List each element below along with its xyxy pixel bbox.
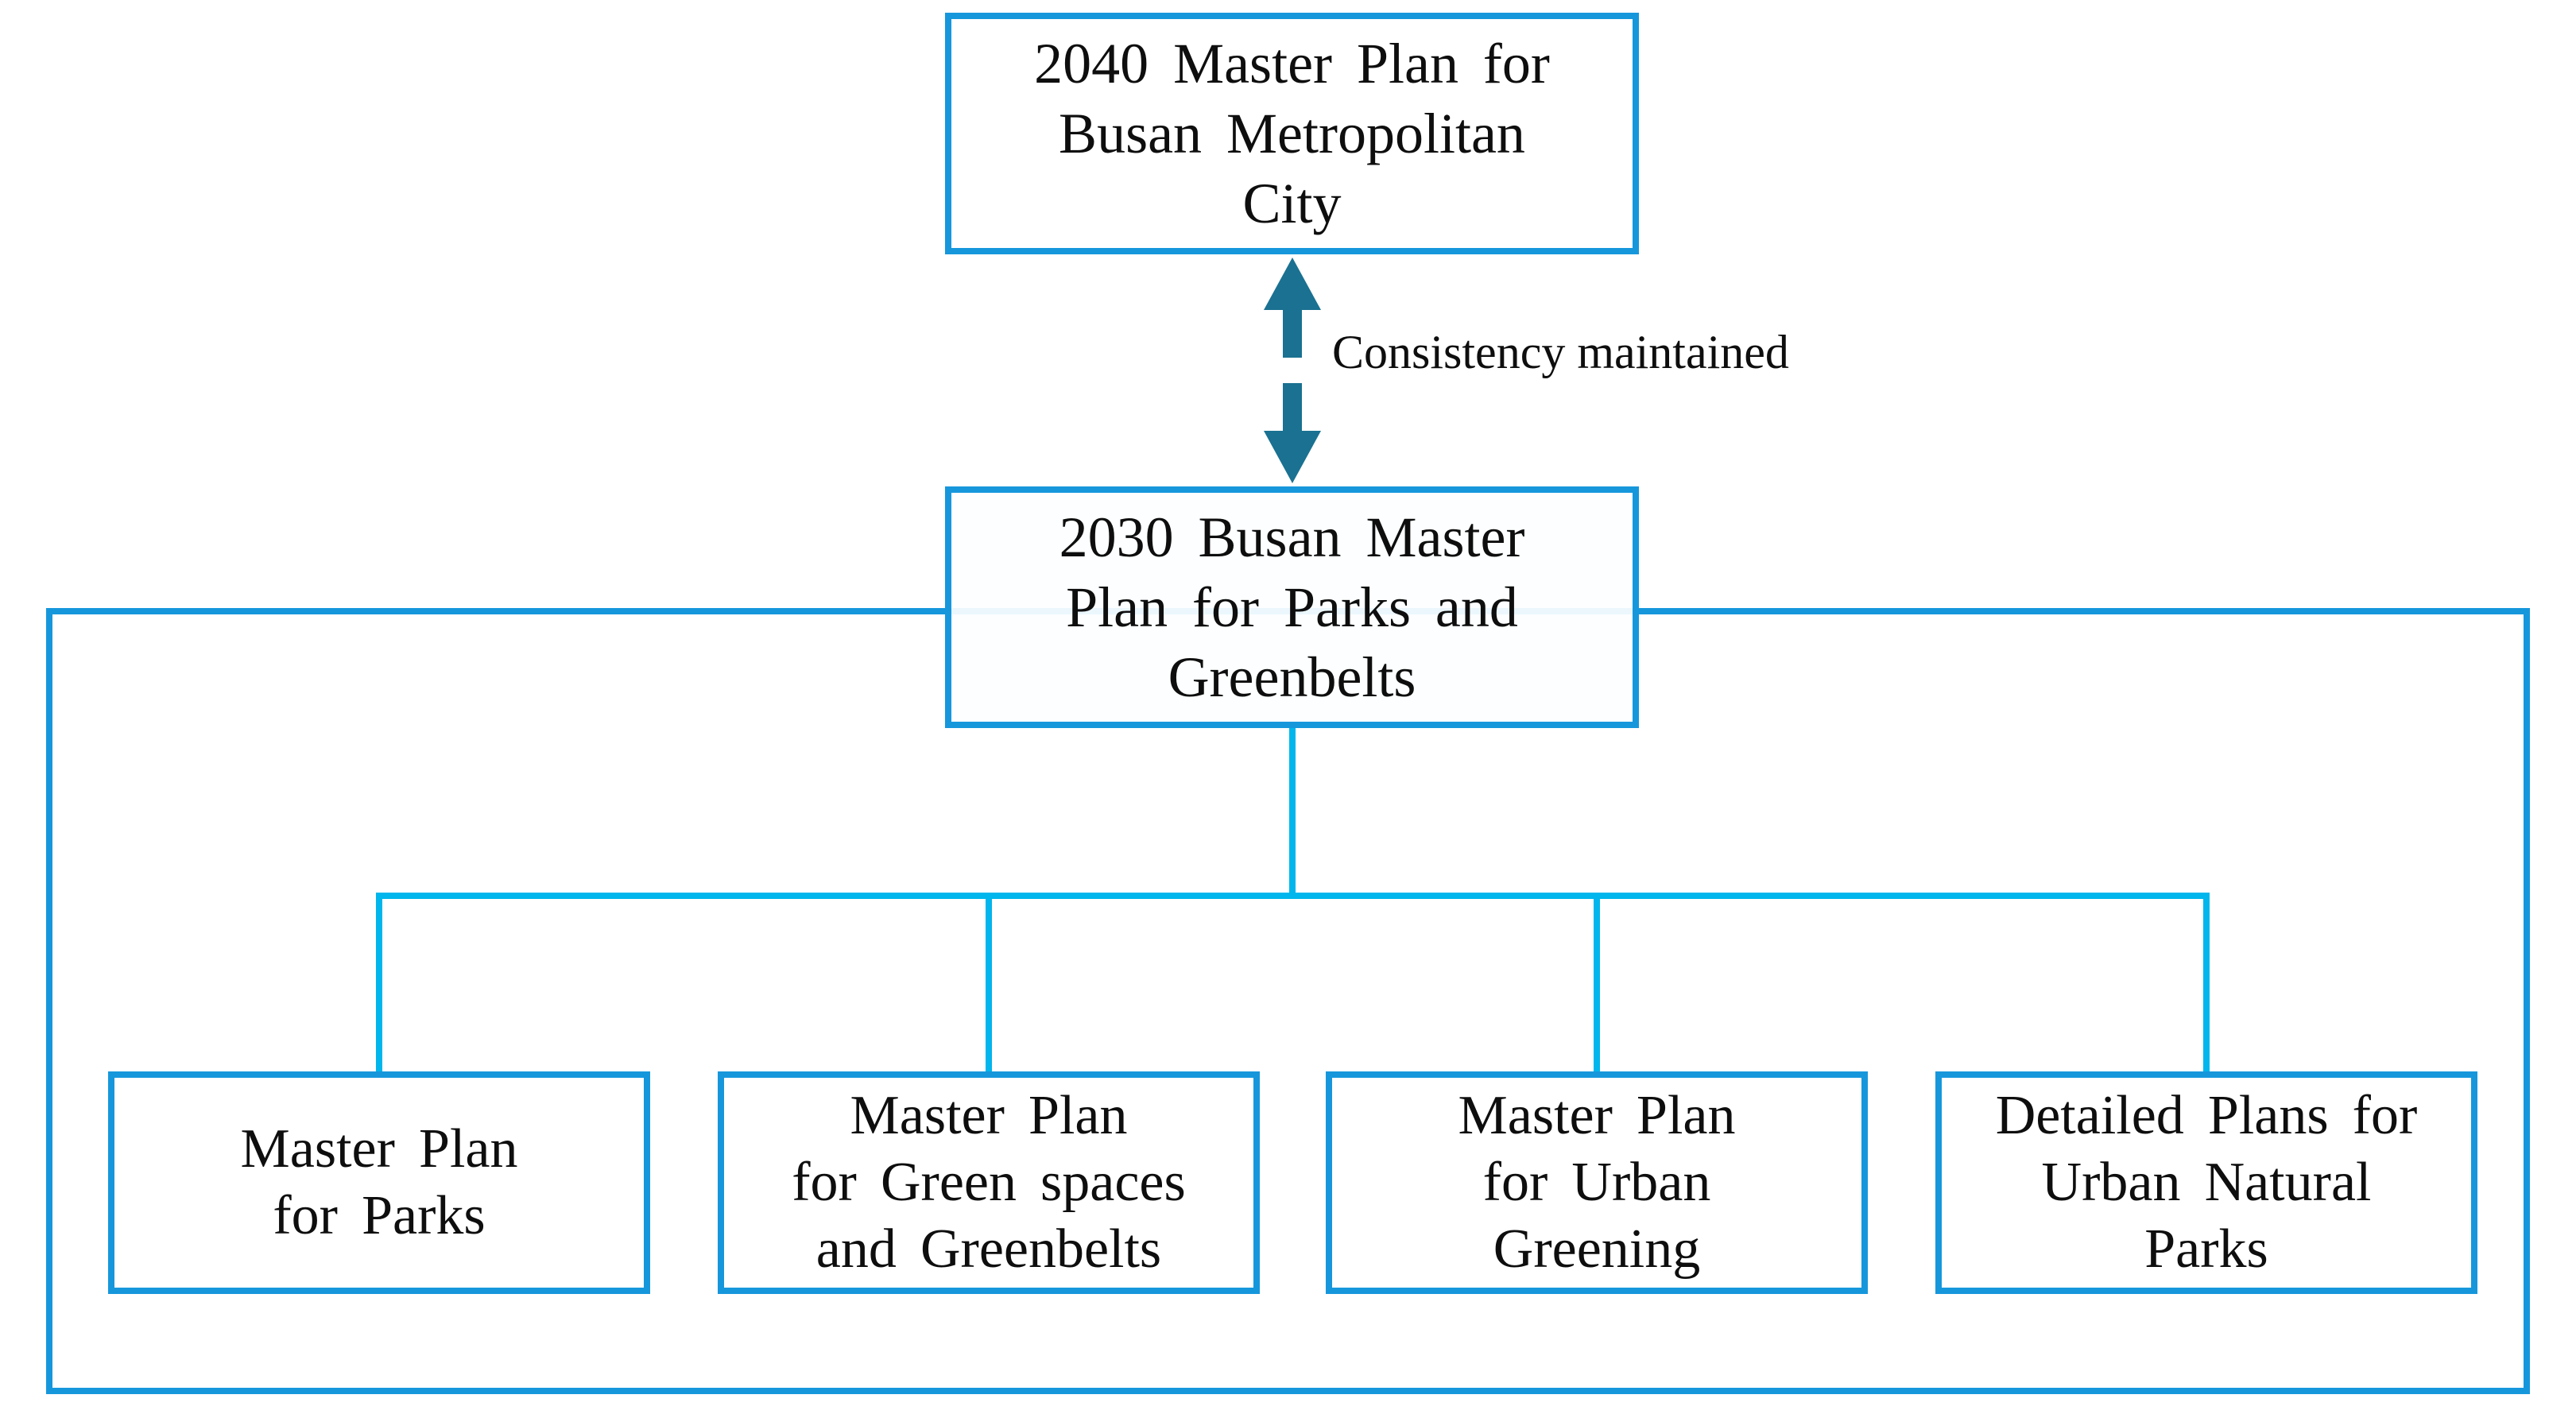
- node-master-plan-green-spaces: Master Plan for Green spaces and Greenbe…: [718, 1071, 1260, 1294]
- node-master-plan-for-parks: Master Plan for Parks: [108, 1071, 650, 1294]
- node-master-plan-urban-greening: Master Plan for Urban Greening: [1326, 1071, 1868, 1294]
- connector-stem: [1289, 728, 1296, 896]
- connector-drop-urban-greening: [1594, 899, 1600, 1073]
- node-master-plan-for-parks-label: Master Plan for Parks: [240, 1118, 518, 1246]
- node-detailed-plans-natural-parks-label: Detailed Plans for Urban Natural Parks: [1995, 1085, 2418, 1280]
- node-detailed-plans-natural-parks: Detailed Plans for Urban Natural Parks: [1935, 1071, 2477, 1294]
- connector-drop-parks: [376, 899, 382, 1073]
- connector-drop-natural-parks: [2203, 899, 2210, 1073]
- down-arrow-half: [1264, 383, 1321, 483]
- connector-horizontal: [376, 893, 2210, 899]
- node-2040-master-plan-label: 2040 Master Plan for Busan Metropolitan …: [1034, 32, 1550, 235]
- node-master-plan-green-spaces-label: Master Plan for Green spaces and Greenbe…: [792, 1085, 1186, 1280]
- up-arrow-half: [1264, 258, 1321, 358]
- node-2030-busan-master-plan-label: 2030 Busan Master Plan for Parks and Gre…: [1059, 506, 1525, 709]
- node-2040-master-plan: 2040 Master Plan for Busan Metropolitan …: [945, 13, 1639, 254]
- node-2030-busan-master-plan: 2030 Busan Master Plan for Parks and Gre…: [945, 486, 1639, 728]
- up-down-arrow-icon: [1264, 258, 1321, 483]
- node-master-plan-urban-greening-label: Master Plan for Urban Greening: [1458, 1085, 1736, 1280]
- connector-drop-green-spaces: [986, 899, 992, 1073]
- relation-label: Consistency maintained: [1332, 325, 1789, 378]
